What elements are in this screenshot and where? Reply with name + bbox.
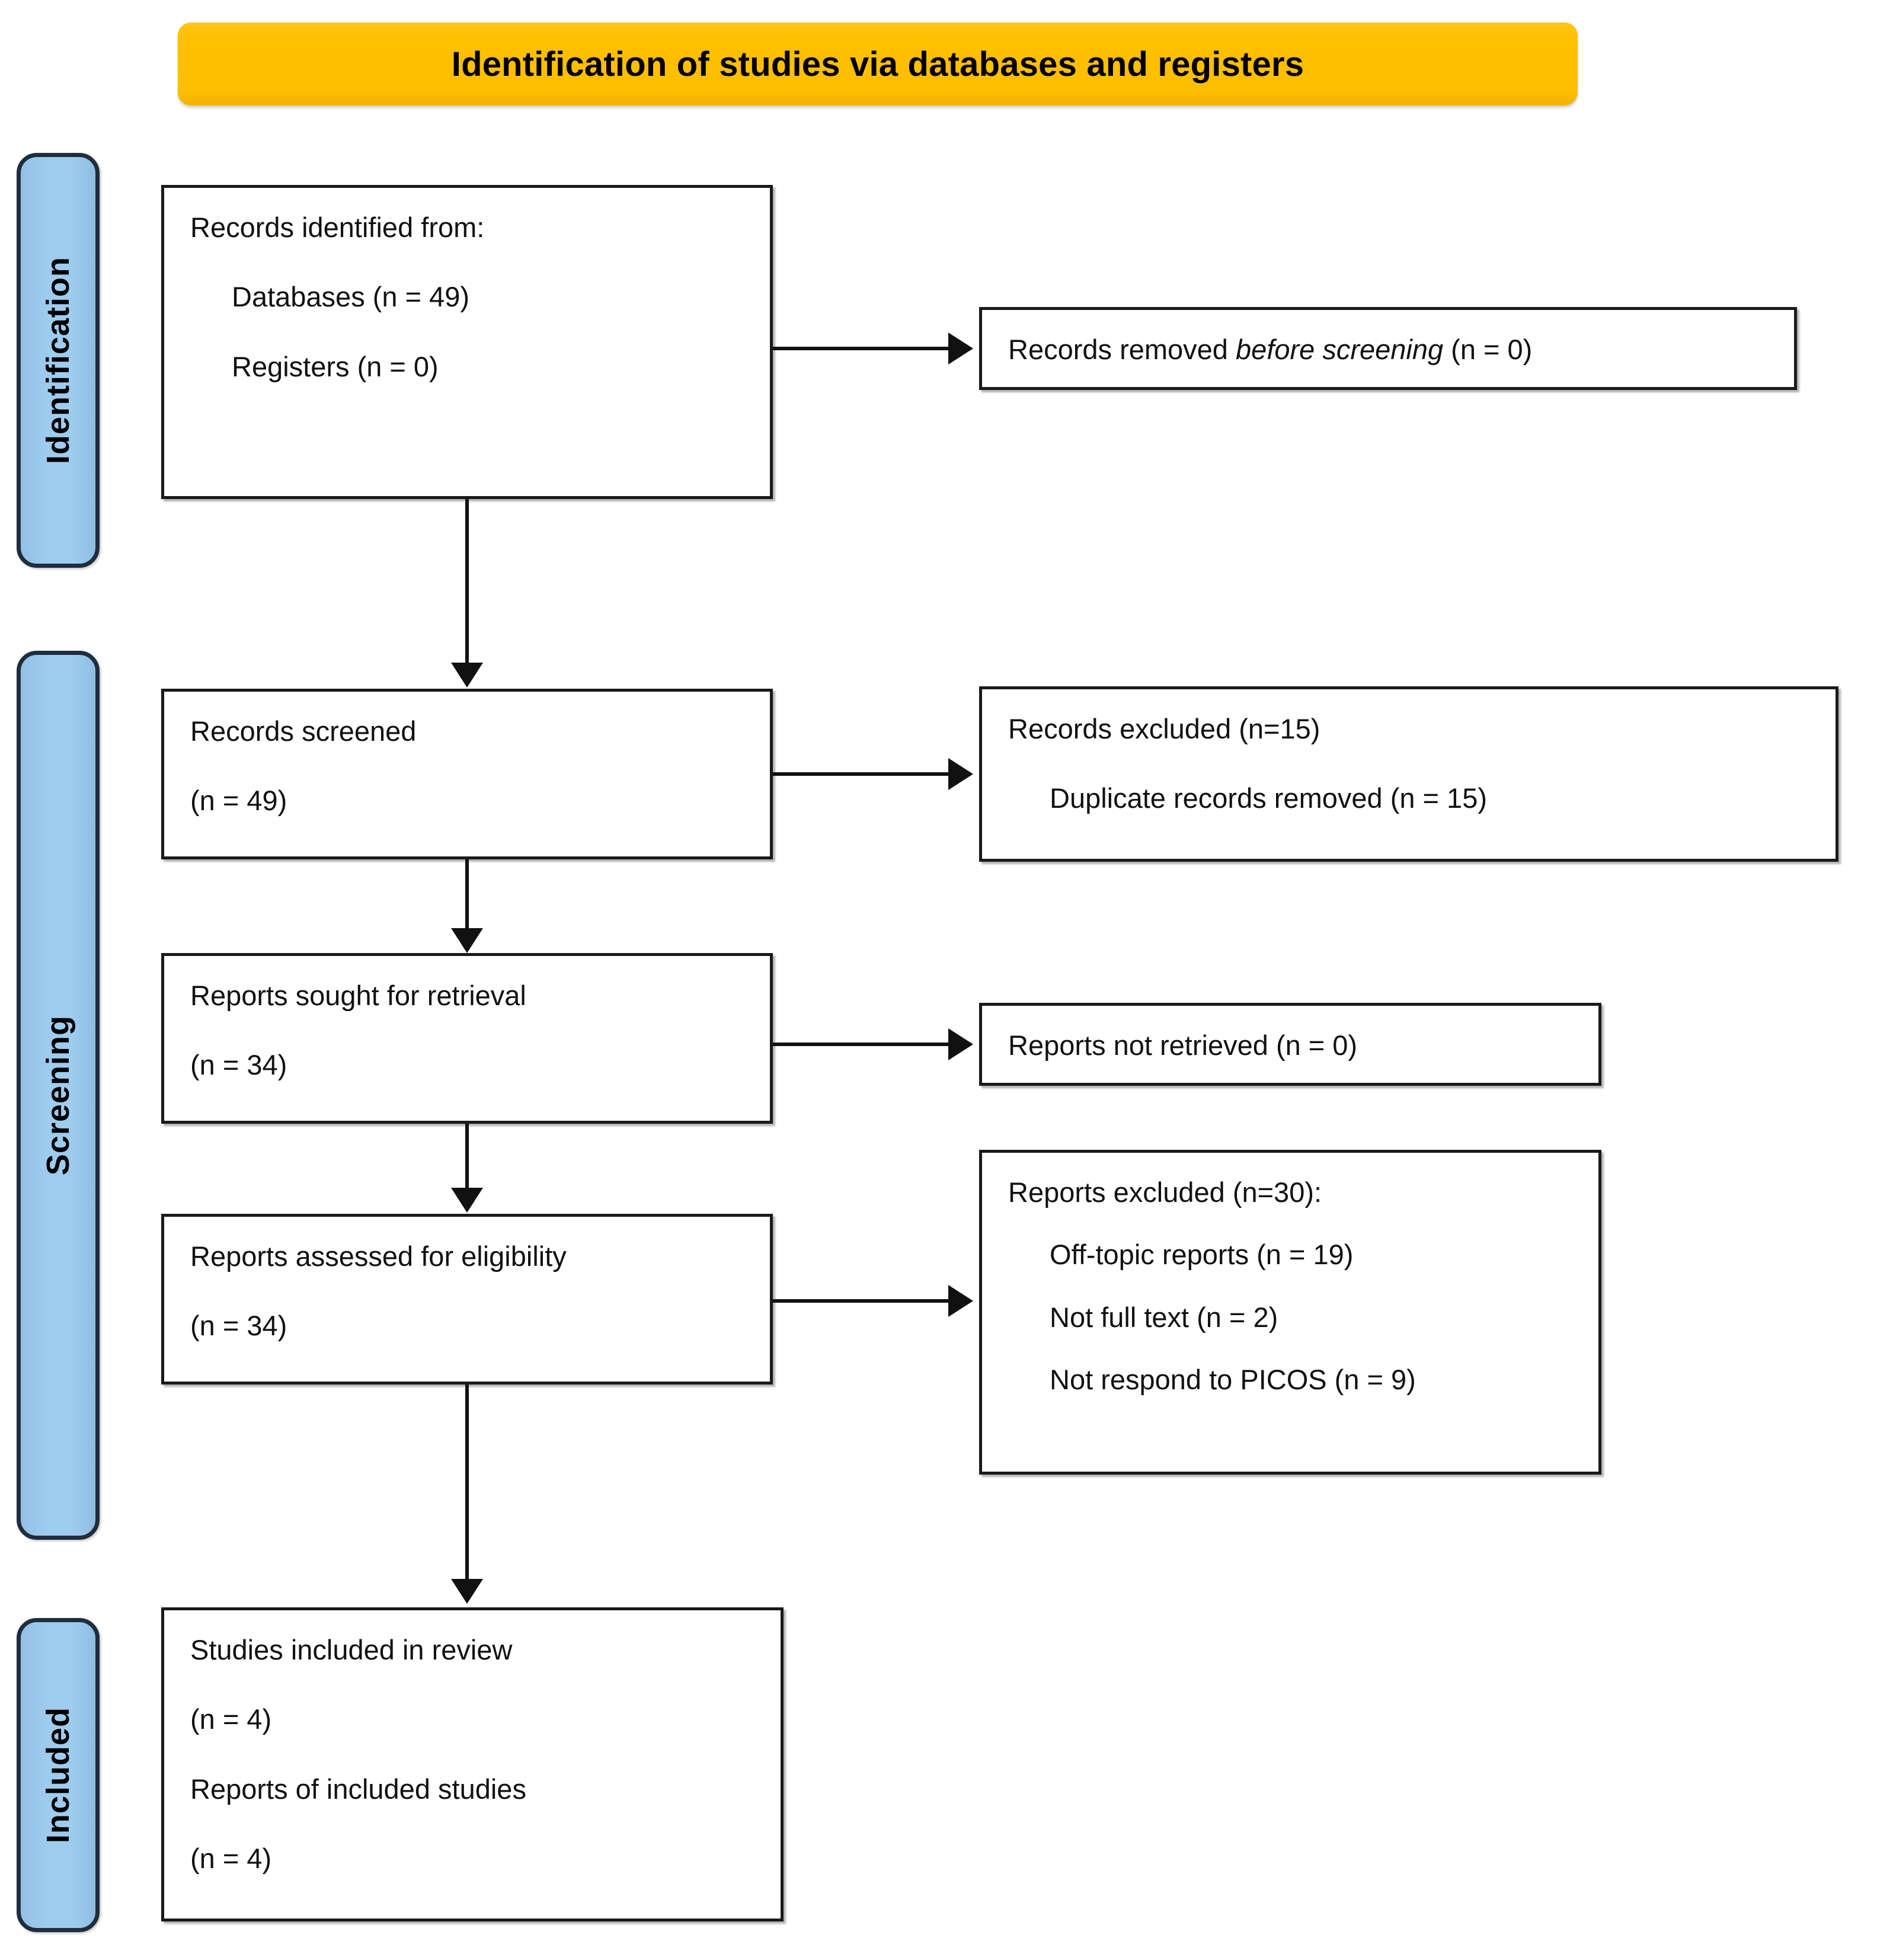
node-line-included-count: (n = 4) [190, 1703, 272, 1735]
node-line-screened-title: Records screened [190, 715, 417, 747]
removed-prefix: Records removed [1008, 334, 1236, 365]
diagram-header-banner: Identification of studies via databases … [178, 23, 1578, 105]
node-line-repexcluded-picos: Not respond to PICOS (n = 9) [1050, 1364, 1416, 1396]
node-line-assessed-title: Reports assessed for eligibility [190, 1240, 567, 1272]
node-reports-assessed: Reports assessed for eligibility (n = 34… [161, 1214, 773, 1385]
node-records-identified: Records identified from: Databases (n = … [161, 185, 773, 499]
node-records-excluded: Records excluded (n=15) Duplicate record… [979, 686, 1838, 862]
connector-sought-to-not-retrieved [773, 1043, 951, 1046]
arrowhead-assessed-to-reports-excluded [948, 1285, 973, 1317]
node-records-removed-before-screening: Records removed before screening (n = 0) [979, 307, 1797, 390]
node-line-identified-title: Records identified from: [190, 212, 485, 243]
node-line-sought-title: Reports sought for retrieval [190, 980, 526, 1011]
phase-label-included: Included [40, 1706, 76, 1843]
arrowhead-sought-to-not-retrieved [948, 1028, 973, 1060]
node-line-repexcluded-notfulltext: Not full text (n = 2) [1050, 1301, 1278, 1333]
node-records-screened: Records screened (n = 49) [161, 689, 773, 859]
phase-bar-screening: Screening [17, 651, 100, 1540]
arrowhead-screened-to-records-excluded [948, 758, 973, 790]
node-reports-excluded: Reports excluded (n=30): Off-topic repor… [979, 1150, 1601, 1475]
node-line-repexcluded-offtopic: Off-topic reports (n = 19) [1050, 1239, 1354, 1271]
phase-bar-identification: Identification [17, 153, 100, 568]
arrowhead-identified-to-removed [948, 332, 973, 364]
node-line-repexcluded-title: Reports excluded (n=30): [1008, 1176, 1322, 1208]
connector-screened-to-sought [465, 859, 469, 929]
node-line-identified-registers: Registers (n = 0) [232, 350, 439, 382]
node-studies-included: Studies included in review (n = 4) Repor… [161, 1607, 784, 1921]
node-line-recexcluded-title: Records excluded (n=15) [1008, 713, 1320, 744]
connector-sought-to-assessed [465, 1124, 469, 1189]
node-line-screened-count: (n = 49) [190, 785, 287, 817]
diagram-title: Identification of studies via databases … [451, 44, 1304, 84]
arrowhead-sought-to-assessed [451, 1188, 483, 1213]
node-line-removed: Records removed before screening (n = 0) [1008, 335, 1768, 364]
removed-suffix: (n = 0) [1443, 334, 1533, 365]
connector-assessed-to-included [465, 1385, 469, 1580]
node-reports-sought: Reports sought for retrieval (n = 34) [161, 953, 773, 1124]
phase-bar-included: Included [17, 1618, 100, 1932]
connector-assessed-to-reports-excluded [773, 1299, 951, 1303]
arrowhead-identified-to-screened [451, 663, 483, 688]
arrowhead-screened-to-sought [451, 928, 483, 953]
node-line-included-reports-count: (n = 4) [190, 1843, 272, 1875]
arrowhead-assessed-to-included [451, 1579, 483, 1604]
node-reports-not-retrieved: Reports not retrieved (n = 0) [979, 1003, 1601, 1086]
connector-identified-to-removed [773, 347, 951, 350]
connector-identified-to-screened [465, 499, 469, 664]
node-line-sought-count: (n = 34) [190, 1049, 287, 1081]
phase-label-screening: Screening [40, 1015, 76, 1176]
removed-italic: before screening [1236, 334, 1444, 365]
connector-screened-to-records-excluded [773, 772, 951, 776]
node-line-identified-databases: Databases (n = 49) [232, 281, 470, 313]
node-line-notretrieved: Reports not retrieved (n = 0) [1008, 1029, 1358, 1061]
node-line-included-reports-title: Reports of included studies [190, 1773, 526, 1805]
node-line-included-title: Studies included in review [190, 1634, 513, 1665]
node-line-recexcluded-duplicates: Duplicate records removed (n = 15) [1050, 782, 1487, 814]
node-line-assessed-count: (n = 34) [190, 1310, 287, 1342]
phase-label-identification: Identification [40, 257, 76, 464]
